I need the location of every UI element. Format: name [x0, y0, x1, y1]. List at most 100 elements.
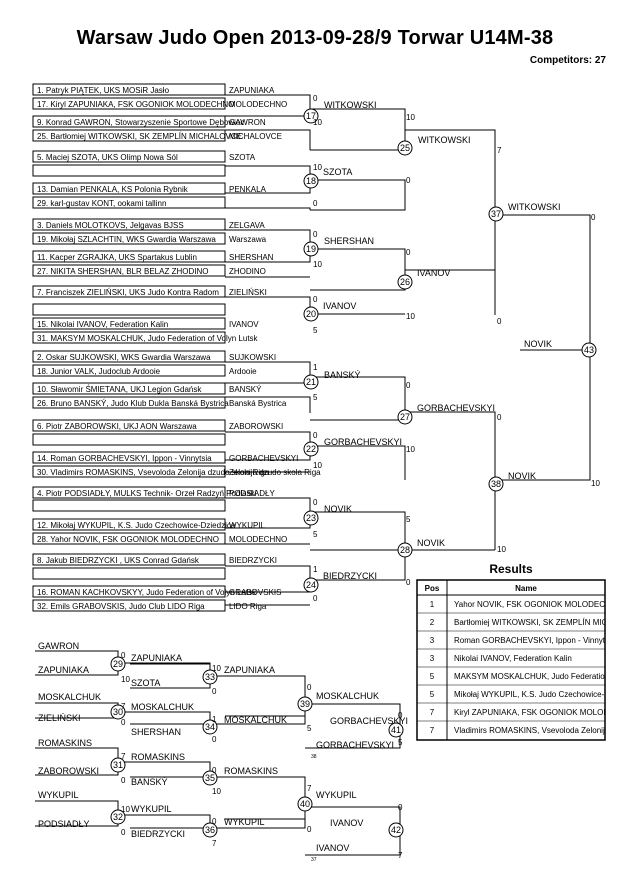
bracket-label: 0	[591, 213, 596, 222]
bracket-line	[210, 776, 306, 820]
results-pos: 2	[430, 618, 435, 627]
bracket-label: 7	[121, 702, 126, 711]
entry-box	[32, 350, 226, 363]
results-header-name: Name	[515, 584, 537, 593]
entry-label: 10. Sławomir ŚMIETANA, UKJ Legion Gdańsk	[37, 385, 202, 394]
pool-entry: 9. Konrad GAWRON, Stowarzyszenie Sportow…	[32, 115, 266, 128]
results-name: Mikołaj WYKUPIL, K.S. Judo Czechowice-Dz…	[454, 690, 630, 699]
bracket-label: 0	[121, 776, 126, 785]
bracket-label: BANSKÝ	[324, 370, 361, 380]
entry-box	[32, 553, 226, 566]
pool-entry: 12. Mikołaj WYKUPIL, K.S. Judo Czechowic…	[32, 518, 266, 531]
bracket-label: BIEDRZYCKI	[131, 829, 185, 839]
bracket-line	[310, 445, 406, 480]
entry-box	[32, 317, 226, 330]
match-circle	[202, 719, 218, 735]
bracket-label: NOVIK	[324, 504, 352, 514]
entry-label: 28. Yahor NOVIK, FSK OGONIOK MOLODECHNO	[37, 535, 219, 544]
match-number: 42	[391, 825, 401, 835]
match-circle	[303, 577, 319, 593]
bracket-line	[118, 711, 211, 725]
results-name: Bartłomiej WITKOWSKI, SK ZEMPLÍN MICHALO…	[454, 618, 630, 627]
bracket-label: 0	[398, 711, 403, 720]
bracket-label: SHERSHAN	[324, 236, 374, 246]
entry-label: 30. Vladimirs ROMASKINS, Vsevoloda Zelon…	[37, 468, 270, 477]
match-number: 27	[400, 412, 410, 422]
match-number: 28	[400, 545, 410, 555]
match-circle	[303, 374, 319, 390]
bracket-line	[118, 814, 211, 829]
match-circle	[202, 822, 218, 838]
bracket-label: 0	[497, 317, 502, 326]
match-circle	[297, 696, 313, 712]
match-circle	[303, 108, 319, 124]
match-number: 33	[205, 672, 215, 682]
bracket-line	[225, 129, 311, 150]
pool-entry: 10. Sławomir ŚMIETANA, UKJ Legion Gdańsk…	[32, 382, 262, 395]
match-circle	[397, 140, 413, 156]
match-number: 43	[584, 345, 594, 355]
bracket-line	[225, 94, 311, 117]
match-circle	[297, 796, 313, 812]
bracket-line	[225, 396, 311, 413]
bracket-label: PODSIADŁY	[38, 819, 90, 829]
bracket-label: GORBACHEVSKYI	[324, 437, 402, 447]
entry-label: 31. MAKSYM MOSKALCHUK, Judo Federation o…	[37, 334, 259, 343]
bracket-label: 0	[313, 199, 318, 208]
results-frame	[416, 579, 606, 741]
entry-label: 2. Oskar SUJKOWSKI, WKS Gwardia Warszawa	[37, 353, 211, 362]
entry-box	[32, 532, 226, 545]
match-number: 20	[306, 309, 316, 319]
entry-label: 12. Mikołaj WYKUPIL, K.S. Judo Czechowic…	[37, 521, 236, 530]
match-number: 17	[306, 111, 316, 121]
entry-club-overflow: MOLODECHNO	[229, 100, 287, 109]
bracket-label: IVANOV	[417, 268, 450, 278]
bracket-label: 1	[212, 715, 217, 724]
bracket-label: SZOTA	[323, 167, 352, 177]
competitors-count: Competitors: 27	[529, 55, 606, 66]
pool-entry: 25. Bartłomiej WITKOWSKI, SK ZEMPLÍN MIC…	[32, 129, 282, 142]
bracket-label: IVANOV	[316, 843, 349, 853]
pool-entry: 29. karl-gustav KONT, ookami tallinn	[32, 196, 226, 209]
bracket-label: ROMASKINS	[38, 738, 92, 748]
bracket-label: 10	[313, 118, 322, 127]
entry-box-empty	[32, 567, 226, 580]
bracket-label: NOVIK	[417, 538, 445, 548]
entry-label: 27. NIKITA SHERSHAN, BLR BELAZ ZHODINO	[37, 267, 208, 276]
entry-label: 6. Piotr ZABOROWSKI, UKJ AON Warszawa	[37, 422, 197, 431]
results-pos: 5	[430, 690, 435, 699]
bracket-label: 5	[398, 738, 403, 747]
bracket-label: 0	[313, 295, 318, 304]
entry-label: 19. Mikołaj SZLACHTIN, WKS Gwardia Warsz…	[37, 235, 216, 244]
bracket-label: 0	[121, 828, 126, 837]
bracket-label: SHERSHAN	[131, 727, 181, 737]
bracket-label: IVANOV	[330, 818, 363, 828]
bracket-label: 7	[497, 146, 502, 155]
results-pos: 5	[430, 672, 435, 681]
pool-entry: 17. Kiryl ZAPUNIAKA, FSK OGONIOK MOLODEC…	[32, 97, 287, 110]
entry-club-overflow: ZHODINO	[229, 267, 266, 276]
match-circle	[388, 822, 404, 838]
entry-club-overflow: LIDO Riga	[229, 602, 267, 611]
bracket-label: 38	[311, 754, 317, 760]
results-name: Nikolai IVANOV, Federation Kalin	[454, 654, 572, 663]
entry-box	[32, 250, 226, 263]
bracket-label: 10	[313, 260, 322, 269]
match-circle	[303, 510, 319, 526]
entry-club-overflow: Ardooie	[229, 367, 257, 376]
pool-entry: 27. NIKITA SHERSHAN, BLR BELAZ ZHODINO ZH…	[32, 264, 266, 277]
entry-club-overflow: ZELGAVA	[229, 221, 265, 230]
match-circle	[303, 441, 319, 457]
bracket-line	[405, 129, 496, 315]
match-number: 24	[306, 580, 316, 590]
entry-label: 3. Daniels MOLOTKOVS, Jelgavas BJSS	[37, 221, 184, 230]
pool-entry: 14. Roman GORBACHEVSKYI, Ippon - Vinnyts…	[32, 451, 298, 464]
entry-box	[32, 232, 226, 245]
bracket-label: 7	[212, 839, 217, 848]
match-circle	[488, 476, 504, 492]
match-number: 22	[306, 444, 316, 454]
entry-club-overflow: PENKALA	[229, 185, 267, 194]
entry-label: 18. Junior VALK, Judoclub Ardooie	[37, 367, 161, 376]
